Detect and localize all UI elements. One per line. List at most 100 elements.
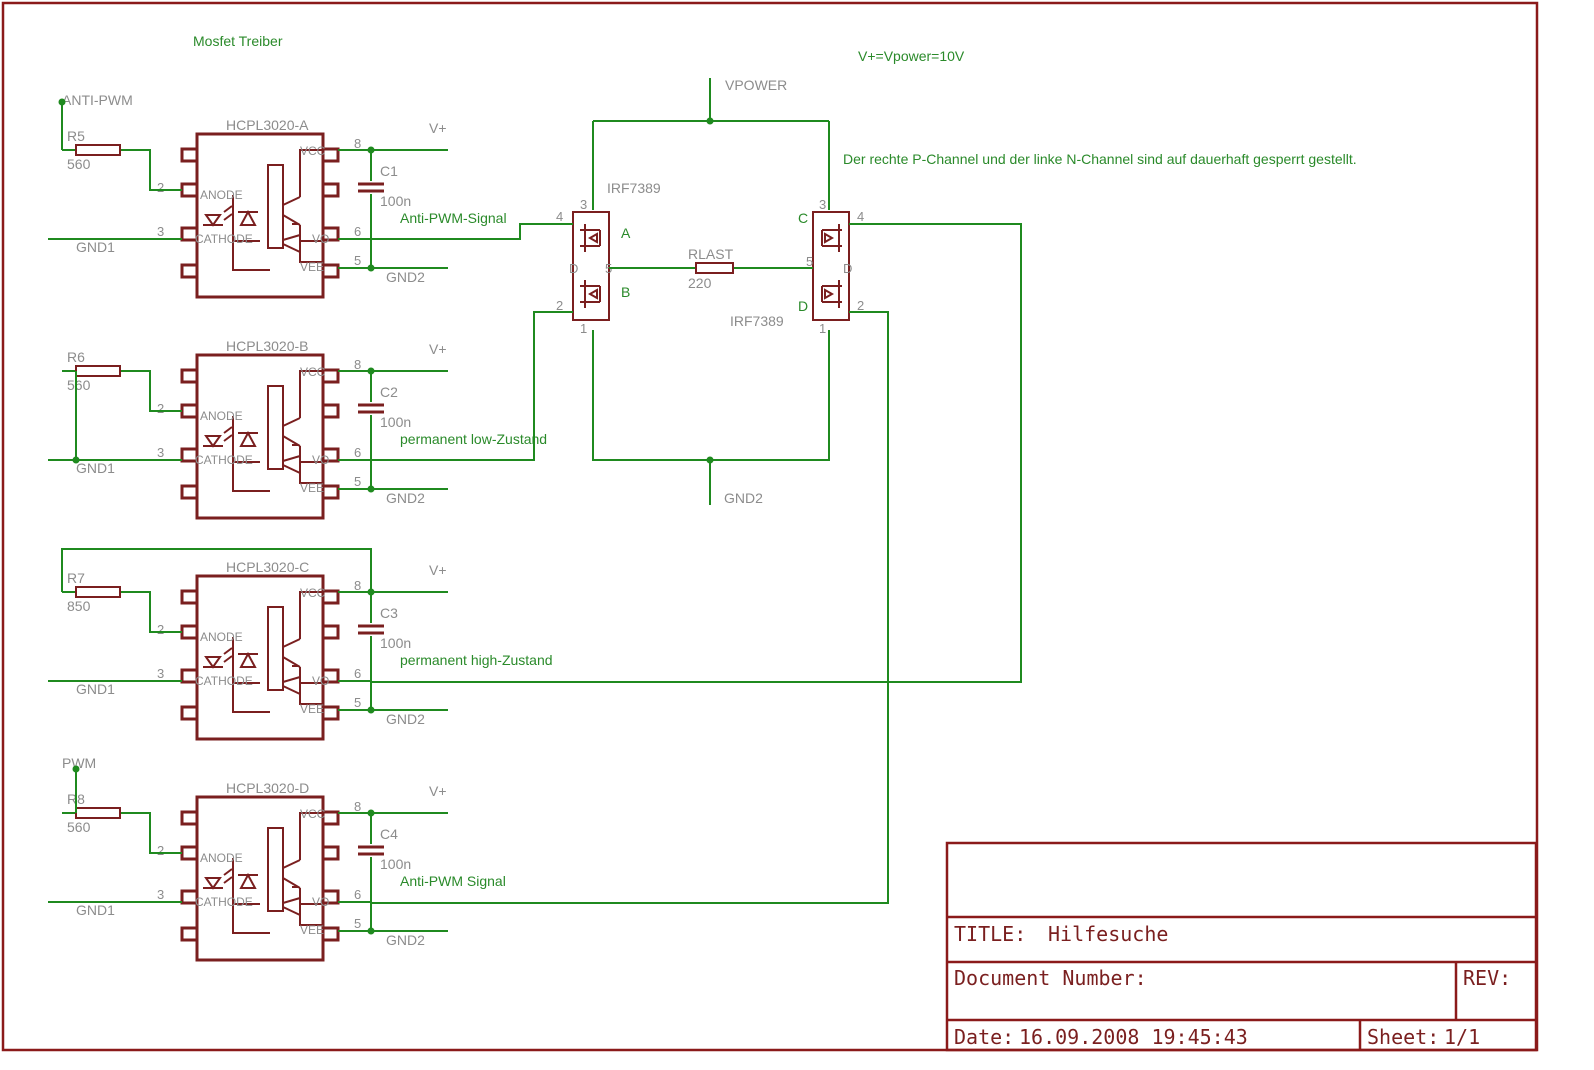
junction-dot: [367, 264, 375, 272]
pin-number-3: 3: [157, 666, 164, 681]
opto-pin-stub: [321, 263, 340, 279]
mosfet-left-name: IRF7389: [607, 180, 661, 196]
input-net-label: PWM: [62, 755, 96, 771]
pin-5-right: 5: [806, 254, 813, 269]
light-arrows: [223, 868, 233, 884]
resistor-value: 560: [67, 377, 91, 393]
pin-number-5: 5: [354, 474, 361, 489]
resistor-value: 850: [67, 598, 91, 614]
pin-label-vee: VEE: [300, 702, 324, 716]
optocoupler-block: ANODECATHODEVCCVOVEE23865HCPL3020-BC2100…: [48, 338, 547, 520]
input-resistor: [75, 144, 121, 156]
title-value: Hilfesuche: [1048, 922, 1168, 946]
opto-input-wires: [48, 591, 182, 682]
pin-number-8: 8: [354, 357, 361, 372]
capacitor-symbol: [358, 845, 384, 856]
resistor-name: R5: [67, 128, 85, 144]
opto-pin-stub: [321, 845, 340, 861]
pin-5-left: 5: [605, 261, 612, 276]
pin-number-5: 5: [354, 695, 361, 710]
pin-number-8: 8: [354, 799, 361, 814]
opto-pin-stub: [321, 147, 340, 163]
opto-pin-stub: [321, 484, 340, 500]
opto-pin-stub: [180, 589, 199, 605]
opto-pin-stub: [321, 705, 340, 721]
light-arrows: [223, 205, 233, 221]
capacitor-name: C3: [380, 605, 398, 621]
pin-number-2: 2: [157, 843, 164, 858]
pin-d-left: D: [569, 261, 578, 276]
capacitor-value: 100n: [380, 414, 411, 430]
pin-label-anode: ANODE: [200, 188, 243, 202]
junction-dot: [367, 485, 375, 493]
pin-3-right: 3: [819, 197, 826, 212]
gnd1-label: GND1: [76, 460, 115, 476]
title-block-frame: [945, 841, 1538, 1052]
opto-pin-stub: [321, 889, 340, 905]
pin-label-vee: VEE: [300, 923, 324, 937]
gnd2-label: GND2: [386, 932, 425, 948]
junction-dot: [367, 809, 375, 817]
pin-number-3: 3: [157, 224, 164, 239]
opto-name: HCPL3020-A: [226, 117, 309, 133]
junction-dot: [367, 146, 375, 154]
signal-label: permanent high-Zustand: [400, 652, 553, 668]
input-net-label: ANTI-PWM: [62, 92, 133, 108]
opto-pin-stub: [180, 845, 199, 861]
vpower-label: VPOWER: [725, 77, 787, 93]
document-number-label: Document Number:: [954, 966, 1147, 990]
pin-2-left: 2: [556, 298, 563, 313]
pin-number-2: 2: [157, 622, 164, 637]
opto-pin-stub: [321, 810, 340, 826]
pin-label-cathode: CATHODE: [195, 232, 253, 246]
signal-label: Anti-PWM Signal: [400, 873, 506, 889]
junction-dot: [706, 456, 714, 464]
junction-dot: [367, 706, 375, 714]
mosfet-right-name: IRF7389: [730, 313, 784, 329]
gnd1-label: GND1: [76, 239, 115, 255]
pin-label-anode: ANODE: [200, 409, 243, 423]
pin-1-right: 1: [819, 321, 826, 336]
opto-internal-circuit: [203, 370, 323, 492]
junction-dot: [72, 765, 80, 773]
optocoupler-stage: ANODECATHODEVCCVOVEE23865HCPL3020-AC1100…: [48, 92, 553, 962]
opto-pin-stub: [321, 589, 340, 605]
pin-label-cathode: CATHODE: [195, 674, 253, 688]
opto-pin-stub: [321, 368, 340, 384]
gate-wire-b: [371, 311, 573, 461]
capacitor-symbol: [358, 403, 384, 414]
junction-dot: [367, 367, 375, 375]
capacitor-symbol: [358, 182, 384, 193]
sheet-label: Sheet:: [1367, 1025, 1439, 1049]
pin-number-8: 8: [354, 578, 361, 593]
title-label: TITLE:: [954, 922, 1026, 946]
pin-label-vcc: VCC: [300, 807, 326, 821]
load-value: 220: [688, 275, 712, 291]
opto-pin-stub: [180, 447, 199, 463]
gnd2-bridge-label: GND2: [724, 490, 763, 506]
pin-label-anode: ANODE: [200, 851, 243, 865]
resistor-value: 560: [67, 156, 91, 172]
pin-d-right: D: [843, 261, 852, 276]
signal-label: Anti-PWM-Signal: [400, 210, 507, 226]
pin-number-8: 8: [354, 136, 361, 151]
capacitor-name: C2: [380, 384, 398, 400]
light-arrows: [223, 647, 233, 663]
signal-label: permanent low-Zustand: [400, 431, 547, 447]
input-resistor: [75, 365, 121, 377]
opto-name: HCPL3020-D: [226, 780, 309, 796]
opto-pin-stub: [180, 368, 199, 384]
resistor-value: 560: [67, 819, 91, 835]
opto-name: HCPL3020-C: [226, 559, 309, 575]
mosfet-left-body: [572, 211, 610, 321]
optocoupler-block: ANODECATHODEVCCVOVEE23865HCPL3020-CC3100…: [48, 559, 553, 741]
pin-label-vee: VEE: [300, 481, 324, 495]
node-c-label: C: [798, 210, 808, 226]
mosfet-right-body: [812, 211, 850, 321]
pin-number-6: 6: [354, 445, 361, 460]
pin-2-right: 2: [857, 298, 864, 313]
mosfet-right-symbols: [821, 224, 842, 308]
gnd1-label: GND1: [76, 902, 115, 918]
pin-number-3: 3: [157, 445, 164, 460]
opto-chip-body: [195, 353, 325, 520]
